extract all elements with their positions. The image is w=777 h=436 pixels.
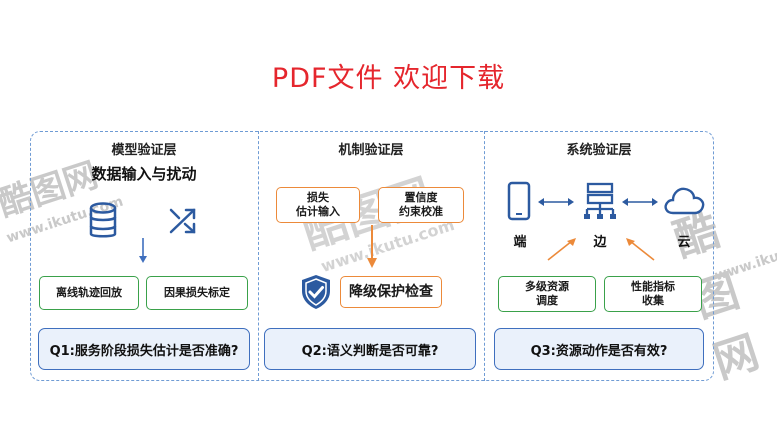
label-cloud: 云 (677, 235, 691, 250)
mechanism-question: Q2:语义判断是否可靠? (264, 328, 476, 370)
arrow-diagonal-icon (547, 238, 576, 261)
mechanism-panel-title: 机制验证层 (338, 143, 404, 158)
panel-divider-1 (258, 131, 259, 381)
diagram-frame (30, 131, 714, 381)
mechanism-box-confidence-calibration: 置信度 约束校准 (378, 187, 464, 223)
mechanism-box-loss-input: 损失 估计输入 (276, 187, 360, 223)
label-edge: 边 (593, 235, 607, 250)
arrow-diagonal-icon (626, 238, 655, 261)
double-arrow-icon (538, 198, 574, 206)
system-box-metrics-collection: 性能指标 收集 (604, 276, 702, 312)
system-panel-title: 系统验证层 (566, 143, 632, 158)
arrow-down-icon (367, 225, 377, 268)
model-panel-title: 模型验证层 (111, 143, 177, 158)
phone-icon (507, 181, 531, 221)
model-question: Q1:服务阶段损失估计是否准确? (38, 328, 250, 370)
model-box-offline-replay: 离线轨迹回放 (39, 276, 139, 310)
shield-check-icon (302, 275, 330, 309)
model-panel-subtitle: 数据输入与扰动 (91, 165, 197, 183)
system-question: Q3:资源动作是否有效? (494, 328, 704, 370)
label-end: 端 (513, 235, 527, 250)
arrow-down-icon (139, 238, 147, 263)
database-icon (89, 202, 117, 238)
double-arrow-icon (622, 198, 658, 206)
headline: PDF文件 欢迎下载 (271, 63, 506, 94)
panel-divider-2 (484, 131, 485, 381)
shuffle-icon (169, 208, 196, 234)
cloud-icon (664, 187, 705, 215)
mechanism-box-degrade-check: 降级保护检查 (340, 276, 442, 308)
model-box-causal-loss: 因果损失标定 (146, 276, 248, 310)
system-box-resource-scheduling: 多级资源 调度 (498, 276, 596, 312)
server-icon (584, 182, 616, 219)
